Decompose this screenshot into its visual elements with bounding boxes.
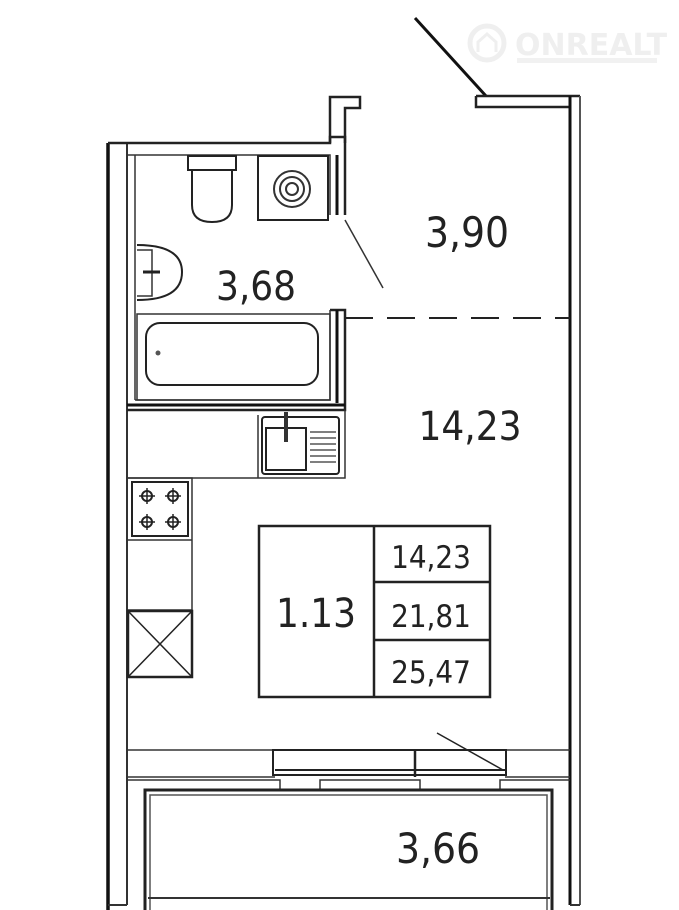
washing-machine-icon [257, 155, 329, 221]
table-living-area: 14,23 [391, 540, 471, 576]
kitchen-sink-icon [261, 412, 340, 475]
hallway-top-wall [474, 94, 580, 109]
hallway-area-label: 3,90 [425, 208, 509, 257]
balcony-wall [127, 749, 570, 790]
stove-icon [131, 481, 189, 537]
apartment-number: 1.13 [276, 591, 356, 637]
washbasin-icon [136, 244, 184, 301]
bathtub-icon [136, 313, 331, 401]
left-outer-wall [106, 142, 128, 910]
living-area-label: 14,23 [419, 404, 522, 450]
refrigerator-icon [126, 609, 194, 679]
balcony-area-label: 3,66 [396, 824, 480, 873]
bathroom-area-label: 3,68 [216, 264, 296, 310]
entrance-door-swing [413, 16, 488, 98]
table-total-with-balcony: 25,47 [391, 655, 471, 691]
right-outer-wall [568, 96, 581, 906]
balcony [143, 788, 554, 910]
watermark-text: ONREALT [515, 28, 668, 63]
area-summary-table [257, 524, 492, 699]
table-total-area: 21,81 [391, 599, 471, 635]
toilet-icon [187, 155, 237, 224]
bathroom-door-swing [344, 219, 384, 289]
ventilation-shaft [328, 95, 362, 143]
balcony-door-swing [436, 732, 504, 771]
watermark-logo: ONREALT [467, 23, 668, 63]
